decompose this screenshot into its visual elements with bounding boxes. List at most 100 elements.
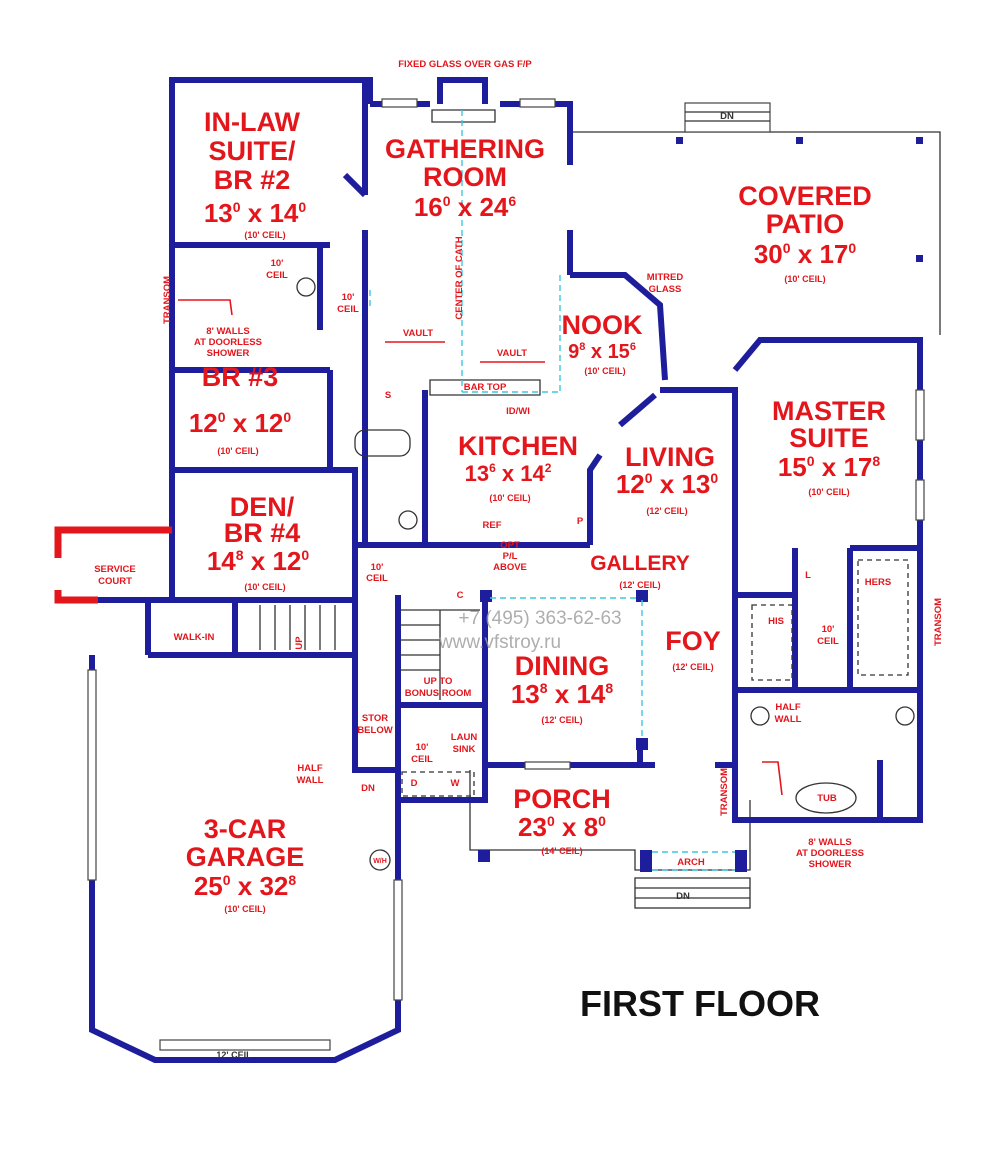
svg-text:(10' CEIL): (10' CEIL) — [224, 904, 265, 914]
room-living: LIVING 120 x 130 (12' CEIL) — [616, 442, 719, 516]
plan-title: FIRST FLOOR — [580, 983, 820, 1024]
svg-text:STOR: STOR — [362, 713, 388, 724]
svg-text:DN: DN — [720, 111, 734, 122]
svg-text:CEIL: CEIL — [366, 573, 388, 584]
svg-text:150 x 178: 150 x 178 — [778, 452, 881, 482]
svg-text:P: P — [577, 516, 584, 527]
svg-text:FOY: FOY — [665, 626, 721, 656]
svg-text:P/L: P/L — [503, 551, 518, 562]
svg-text:136 x 142: 136 x 142 — [465, 461, 552, 486]
svg-text:10': 10' — [371, 562, 384, 573]
svg-text:(10' CEIL): (10' CEIL) — [584, 366, 625, 376]
svg-text:DEN/: DEN/ — [230, 492, 295, 522]
svg-text:(14' CEIL): (14' CEIL) — [541, 846, 582, 856]
svg-text:ARCH: ARCH — [677, 857, 705, 868]
svg-text:10': 10' — [822, 624, 835, 635]
svg-text:LAUN: LAUN — [451, 732, 478, 743]
room-porch: PORCH 230 x 80 (14' CEIL) — [513, 784, 611, 856]
plan-notes: FIXED GLASS OVER GAS F/P DN MITRED GLASS… — [162, 59, 944, 1060]
svg-text:130 x 140: 130 x 140 — [204, 198, 307, 228]
svg-text:MITRED: MITRED — [647, 272, 684, 283]
svg-text:UP: UP — [294, 636, 305, 650]
svg-text:GATHERING: GATHERING — [385, 134, 545, 164]
svg-text:120 x 120: 120 x 120 — [189, 408, 292, 438]
svg-text:300 x 170: 300 x 170 — [754, 239, 857, 269]
svg-text:8' WALLS: 8' WALLS — [808, 837, 851, 848]
svg-text:(12' CEIL): (12' CEIL) — [672, 662, 713, 672]
svg-text:3-CAR: 3-CAR — [204, 814, 287, 844]
svg-text:LIVING: LIVING — [625, 442, 715, 472]
svg-text:ID/WI: ID/WI — [506, 406, 530, 417]
svg-text:W/H: W/H — [373, 858, 387, 865]
svg-text:PATIO: PATIO — [766, 209, 845, 239]
svg-text:TRANSOM: TRANSOM — [162, 276, 173, 324]
svg-text:COURT: COURT — [98, 576, 132, 587]
svg-text:WALL: WALL — [775, 714, 802, 725]
room-garage: 3-CAR GARAGE 250 x 328 (10' CEIL) — [186, 814, 305, 914]
svg-text:BR #3: BR #3 — [202, 362, 279, 392]
svg-text:BR #2: BR #2 — [214, 165, 291, 195]
svg-text:www.vfstroy.ru: www.vfstroy.ru — [438, 632, 561, 653]
svg-text:VAULT: VAULT — [403, 328, 433, 339]
svg-text:SUITE/: SUITE/ — [208, 136, 296, 166]
svg-text:SHOWER: SHOWER — [207, 348, 250, 359]
svg-text:DINING: DINING — [515, 651, 610, 681]
svg-text:WALK-IN: WALK-IN — [174, 632, 215, 643]
svg-text:UP TO: UP TO — [424, 676, 453, 687]
svg-text:GARAGE: GARAGE — [186, 842, 305, 872]
svg-text:BELOW: BELOW — [357, 725, 392, 736]
svg-text:SINK: SINK — [453, 744, 476, 755]
svg-text:BAR TOP: BAR TOP — [464, 382, 507, 393]
svg-text:L: L — [805, 570, 811, 581]
svg-text:250 x 328: 250 x 328 — [194, 871, 297, 901]
svg-text:BR #4: BR #4 — [224, 518, 301, 548]
svg-text:HIS: HIS — [768, 616, 784, 627]
svg-text:NOOK: NOOK — [562, 310, 644, 340]
svg-text:W: W — [451, 778, 460, 789]
svg-text:GALLERY: GALLERY — [590, 552, 690, 575]
porch-outline — [469, 770, 751, 909]
svg-text:PORCH: PORCH — [513, 784, 611, 814]
room-service-court: SERVICE COURT — [94, 564, 136, 587]
room-inlaw: IN-LAW SUITE/ BR #2 130 x 140 (10' CEIL) — [204, 107, 307, 240]
svg-text:HALF: HALF — [297, 763, 323, 774]
svg-text:DN: DN — [676, 891, 690, 902]
svg-text:98 x 156: 98 x 156 — [568, 341, 636, 363]
room-nook: NOOK 98 x 156 (10' CEIL) — [562, 310, 644, 376]
svg-text:(12' CEIL): (12' CEIL) — [619, 580, 660, 590]
svg-text:10': 10' — [271, 258, 284, 269]
watermark: +7 (495) 363-62-63 www.vfstroy.ru — [438, 608, 622, 653]
svg-text:SERVICE: SERVICE — [94, 564, 136, 575]
svg-text:CENTER OF CATH: CENTER OF CATH — [454, 236, 465, 319]
room-patio: COVERED PATIO 300 x 170 (10' CEIL) — [738, 181, 872, 284]
svg-text:CEIL: CEIL — [411, 754, 433, 765]
svg-text:(10' CEIL): (10' CEIL) — [489, 493, 530, 503]
svg-text:(10' CEIL): (10' CEIL) — [244, 230, 285, 240]
svg-text:KITCHEN: KITCHEN — [458, 431, 578, 461]
svg-text:(10' CEIL): (10' CEIL) — [784, 274, 825, 284]
svg-text:ABOVE: ABOVE — [493, 562, 527, 573]
svg-text:10': 10' — [416, 742, 429, 753]
svg-text:D: D — [411, 778, 418, 789]
svg-text:AT DOORLESS: AT DOORLESS — [796, 848, 864, 859]
svg-text:CEIL: CEIL — [337, 304, 359, 315]
svg-text:148 x 120: 148 x 120 — [207, 546, 310, 576]
svg-text:TRANSOM: TRANSOM — [719, 768, 730, 816]
svg-text:160 x 246: 160 x 246 — [414, 192, 517, 222]
svg-text:FIXED GLASS OVER GAS F/P: FIXED GLASS OVER GAS F/P — [398, 59, 532, 70]
svg-text:10': 10' — [342, 292, 355, 303]
svg-text:BONUS ROOM: BONUS ROOM — [405, 688, 472, 699]
svg-text:MASTER: MASTER — [772, 396, 886, 426]
svg-text:S: S — [385, 390, 391, 401]
svg-text:C: C — [457, 590, 464, 601]
svg-text:CEIL: CEIL — [817, 636, 839, 647]
svg-text:12' CEIL: 12' CEIL — [216, 1050, 252, 1060]
room-foyer: FOY (12' CEIL) — [665, 626, 721, 672]
room-gathering: GATHERING ROOM 160 x 246 — [385, 134, 545, 222]
svg-text:REF: REF — [483, 520, 502, 531]
svg-text:SUITE: SUITE — [789, 423, 869, 453]
svg-text:230 x 80: 230 x 80 — [518, 812, 606, 842]
room-br3: BR #3 120 x 120 (10' CEIL) — [189, 362, 292, 456]
svg-text:HERS: HERS — [865, 577, 891, 588]
svg-text:IN-LAW: IN-LAW — [204, 107, 300, 137]
